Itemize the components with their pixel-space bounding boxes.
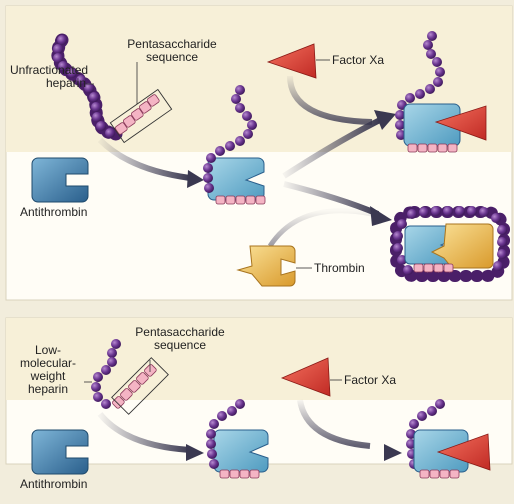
low-molecular-weight-heparin	[91, 339, 169, 415]
arrow-xa-down	[287, 75, 373, 125]
factor-xa-shape	[280, 357, 331, 397]
antithrombin-xa-complex	[395, 31, 487, 153]
arrow-complex-to-thrombin	[283, 181, 380, 217]
heparin-antithrombin-complex	[203, 85, 266, 205]
pentasaccharide-text: Pentasaccharide sequence	[135, 325, 225, 352]
antithrombin-label-bottom: Antithrombin	[20, 477, 88, 491]
arrowhead	[187, 170, 204, 188]
arrowhead	[374, 110, 396, 130]
factor-xa-label-top: Factor Xa	[332, 53, 385, 67]
arrowhead	[186, 444, 204, 461]
pentasaccharide-box	[111, 357, 169, 415]
arrow-xa-down	[297, 399, 371, 449]
antithrombin-shape	[31, 157, 89, 203]
arrow-heparin-to-complex	[97, 137, 191, 181]
unfractionated-heparin-label: Unfractionated heparin	[10, 63, 89, 90]
lmwh-xa-complex	[406, 399, 491, 479]
pentasaccharide-label-bottom: Pentasaccharide sequence	[130, 326, 230, 352]
antithrombin-label-top: Antithrombin	[20, 205, 88, 219]
thrombin-shape	[236, 245, 296, 287]
bottom-panel-band	[6, 318, 512, 400]
pentasaccharide-box	[109, 88, 173, 144]
antithrombin-shape	[31, 429, 89, 475]
lmwh-label-text: Low- molecular- weight heparin	[19, 343, 76, 396]
arrow-thrombin-up	[267, 208, 373, 248]
arrow-lmwh-to-complex	[97, 412, 191, 453]
arrowhead	[370, 206, 392, 226]
factor-xa-label-bottom: Factor Xa	[344, 373, 397, 387]
lmwh-antithrombin-complex	[206, 399, 269, 479]
factor-xa-shape	[266, 43, 317, 79]
lmwh-label: Low- molecular- weight heparin	[12, 344, 84, 396]
pentasaccharide-segment	[112, 364, 157, 409]
unfractionated-heparin	[51, 33, 173, 144]
ternary-thrombin-complex	[390, 206, 510, 282]
pentasaccharide-segment	[114, 94, 160, 135]
pentasaccharide-label-top: Pentasaccharide sequence	[122, 38, 222, 64]
heparin-label-text: Unfractionated heparin	[10, 63, 89, 90]
pentasaccharide-text: Pentasaccharide sequence	[127, 37, 217, 64]
arrowhead	[384, 444, 402, 461]
thrombin-label: Thrombin	[314, 261, 365, 275]
